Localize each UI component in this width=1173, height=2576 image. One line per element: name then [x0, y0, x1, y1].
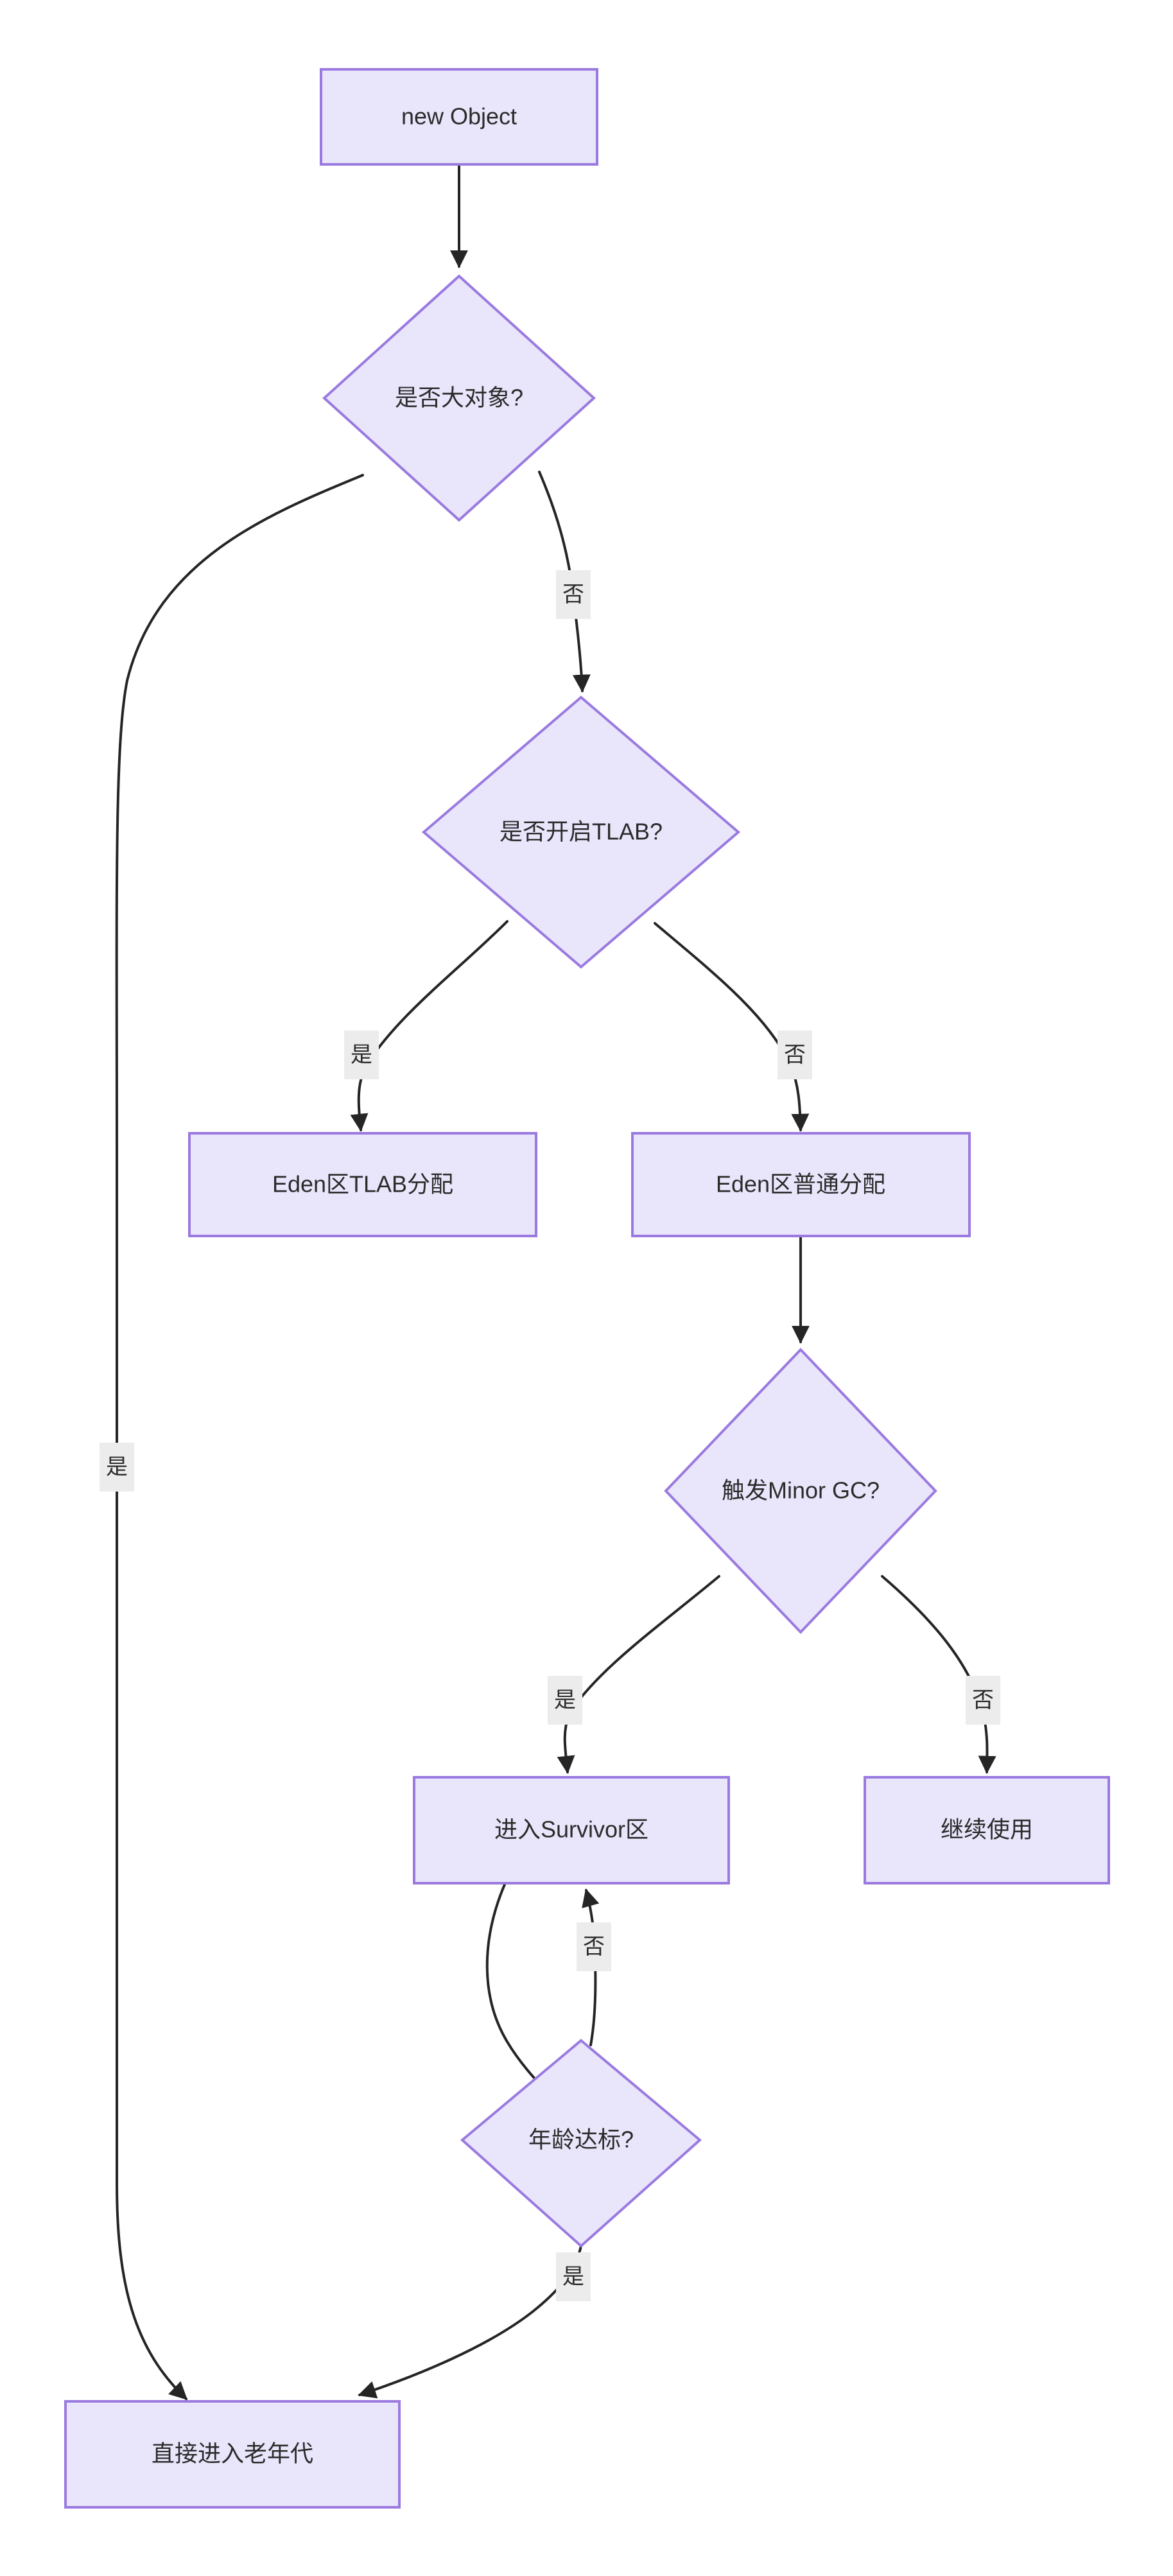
node-label-trigger-minor-gc: 触发Minor GC?	[722, 1477, 880, 1504]
edge-label-text-big-object-yes: 是	[106, 1455, 128, 1479]
node-label-age-threshold: 年龄达标?	[528, 2127, 634, 2153]
edge-big-object-yes-to-old-gen	[115, 474, 364, 2400]
node-label-is-tlab-enabled: 是否开启TLAB?	[500, 819, 663, 845]
edge-label-tlab-no: 否	[778, 1031, 812, 1079]
nodes-layer: new Object 是否大对象? 是否开启TLAB? Eden区TLAB分配 …	[64, 68, 1110, 2509]
edge-labels-layer: 否 是 是 否 是 否	[100, 570, 1000, 2301]
edge-minor-gc-no-to-continue-use	[881, 1575, 996, 1774]
edge-label-minor-gc-no: 否	[966, 1676, 1000, 1725]
edge-tlab-yes-to-eden-tlab	[350, 920, 508, 1132]
edge-survivor-to-age-check	[485, 1883, 548, 2094]
edge-label-minor-gc-yes: 是	[548, 1676, 582, 1725]
node-label-continue-use: 继续使用	[941, 1816, 1033, 1843]
node-is-big-object[interactable]: 是否大对象?	[322, 274, 596, 522]
edge-label-age-no: 否	[577, 1922, 611, 1971]
node-enter-survivor[interactable]: 进入Survivor区	[413, 1776, 730, 1884]
edge-label-text-tlab-yes: 是	[351, 1043, 372, 1067]
edge-label-text-minor-gc-no: 否	[972, 1688, 994, 1712]
node-is-tlab-enabled[interactable]: 是否开启TLAB?	[421, 695, 741, 969]
node-label-enter-old-generation: 直接进入老年代	[152, 2441, 313, 2467]
edge-label-text-big-object-no: 否	[562, 582, 584, 607]
node-label-new-object: new Object	[401, 103, 517, 130]
node-label-is-big-object: 是否大对象?	[395, 385, 523, 411]
node-enter-old-generation[interactable]: 直接进入老年代	[64, 2400, 401, 2509]
node-trigger-minor-gc[interactable]: 触发Minor GC?	[664, 1348, 937, 1634]
node-label-eden-normal-alloc: Eden区普通分配	[716, 1171, 885, 1197]
edge-label-big-object-yes: 是	[100, 1443, 134, 1492]
edge-age-check-yes-to-old-gen	[358, 2245, 582, 2399]
edge-label-tlab-yes: 是	[344, 1031, 379, 1079]
edge-label-text-age-yes: 是	[562, 2265, 584, 2289]
edge-minor-gc-yes-to-survivor	[557, 1575, 720, 1774]
edge-label-text-tlab-no: 否	[784, 1043, 806, 1067]
node-label-enter-survivor: 进入Survivor区	[494, 1816, 648, 1843]
edge-tlab-no-to-eden-normal	[654, 922, 810, 1132]
node-eden-tlab-alloc[interactable]: Eden区TLAB分配	[188, 1132, 537, 1237]
node-label-eden-tlab-alloc: Eden区TLAB分配	[272, 1171, 453, 1197]
edge-label-age-yes: 是	[556, 2252, 591, 2301]
node-continue-use[interactable]: 继续使用	[864, 1776, 1110, 1884]
edge-label-text-minor-gc-yes: 是	[554, 1688, 576, 1712]
edge-label-big-object-no: 否	[556, 570, 591, 619]
node-eden-normal-alloc[interactable]: Eden区普通分配	[631, 1132, 971, 1237]
node-new-object[interactable]: new Object	[320, 68, 598, 166]
edge-label-text-age-no: 否	[583, 1935, 605, 1959]
node-age-threshold[interactable]: 年龄达标?	[460, 2039, 702, 2248]
